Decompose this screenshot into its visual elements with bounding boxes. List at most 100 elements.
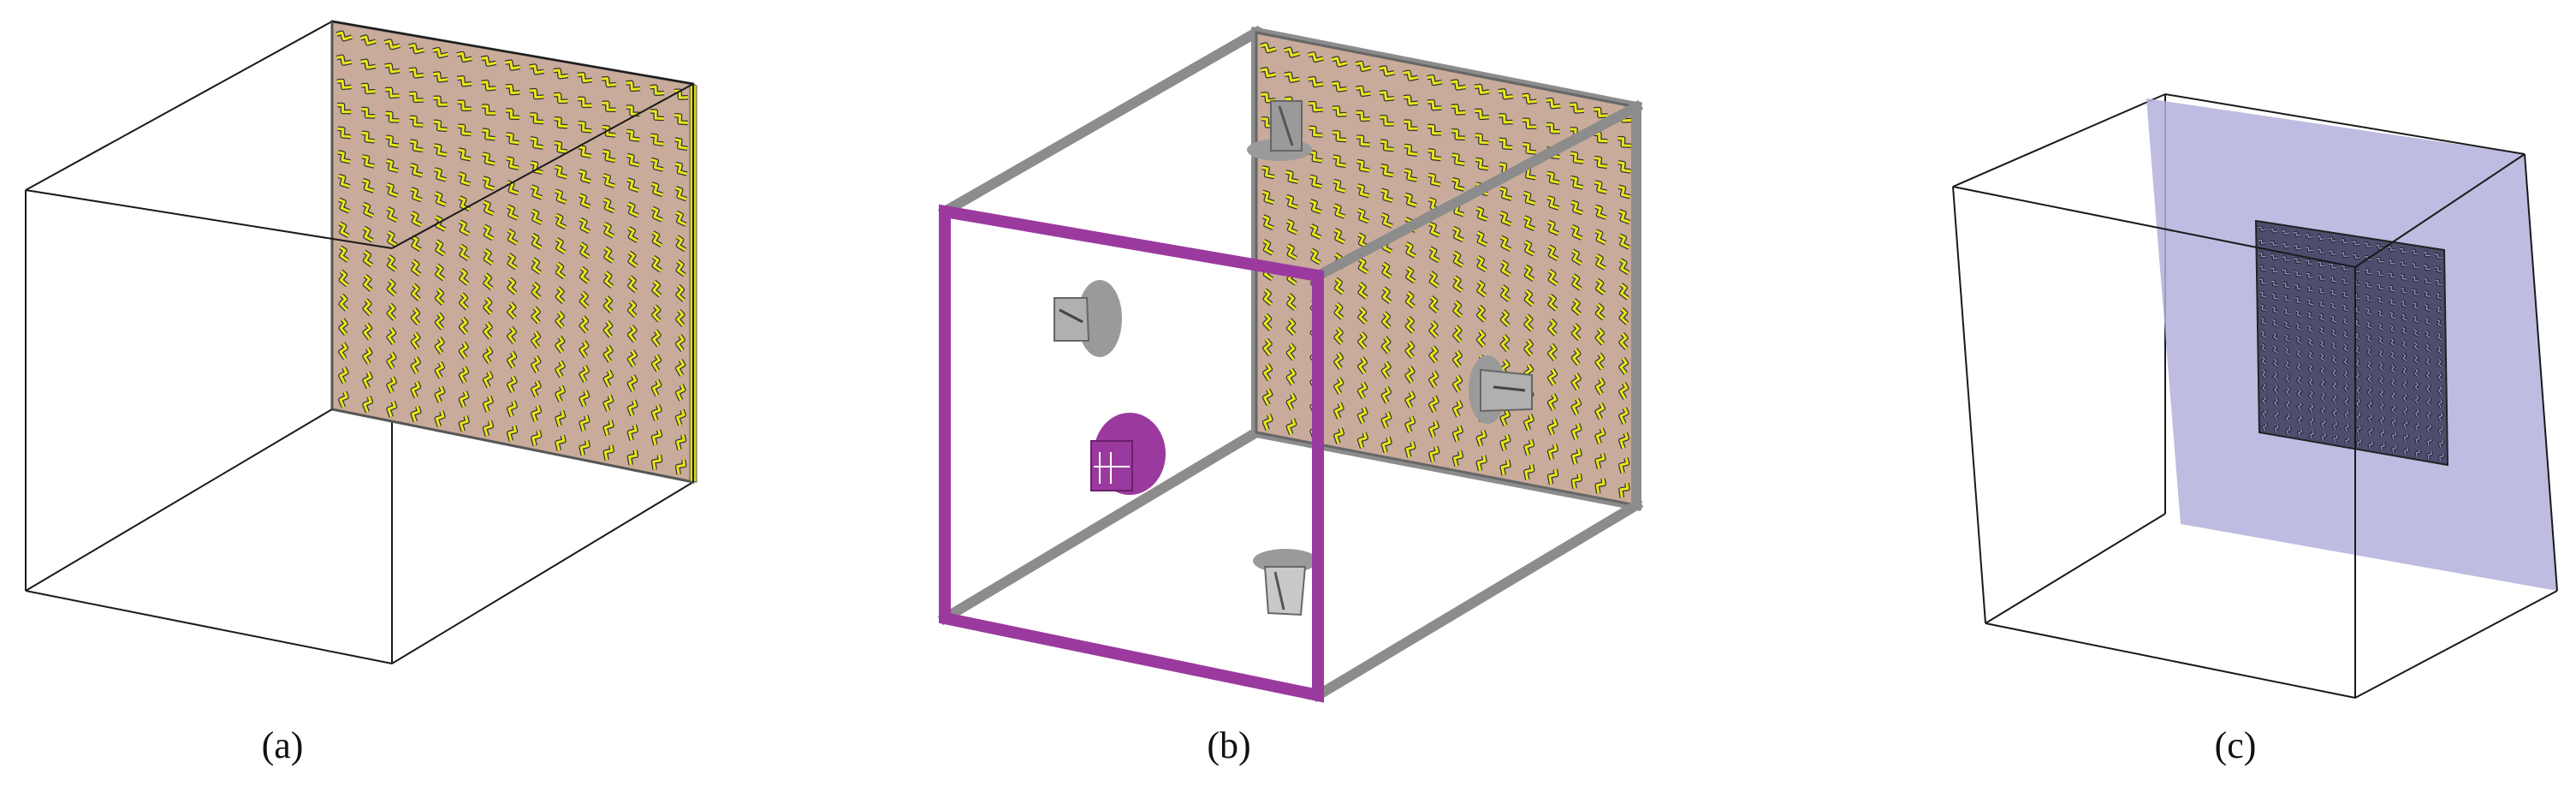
unit-cell-element [2306,299,2313,306]
unit-cell-element [674,162,688,176]
unit-cell-element [339,319,347,336]
unit-cell-element [2437,319,2442,327]
unit-cell-element [2414,382,2419,390]
unit-cell-element [1334,402,1344,420]
unit-cell-element [1619,432,1629,450]
unit-cell-element [2342,318,2348,325]
unit-cell-element [1286,393,1296,410]
cube-c-back-edges [1952,93,2166,624]
unit-cell-element [387,327,396,345]
unit-cell-element [339,246,349,262]
unit-cell-element [484,420,493,437]
unit-cell-element [436,240,446,256]
unit-cell-element [2333,435,2338,444]
unit-cell-element [2283,295,2290,301]
unit-cell-element [1595,427,1606,444]
unit-cell-element [628,251,638,267]
unit-cell-element [507,277,517,295]
unit-cell-element [652,354,661,372]
unit-cell-element [1570,103,1585,113]
unit-cell-element [2437,359,2442,367]
unit-cell-element [459,366,468,384]
unit-cell-element [1453,400,1463,418]
unit-cell-element [1474,84,1490,94]
unit-cell-element [1358,307,1368,325]
unit-cell-element [1500,310,1510,327]
unit-cell-element [2297,402,2302,411]
unit-cell-element [676,409,686,426]
unit-cell-element [674,89,689,99]
unit-cell-element [2286,400,2290,408]
unit-cell-element [339,222,349,237]
unit-cell-element [411,406,421,422]
unit-cell-element [459,390,469,408]
unit-cell-element [1617,136,1631,147]
unit-cell-element [1429,346,1438,363]
unit-cell-element [1595,453,1606,469]
unit-cell-element [338,198,350,213]
unit-cell-element [2438,426,2443,435]
unit-cell-element [435,336,444,354]
unit-cell-element [2286,426,2291,435]
unit-cell-element [2435,266,2442,272]
unit-cell-element [1500,409,1510,426]
unit-cell-element [1286,244,1297,259]
unit-cell-element [363,275,372,291]
unit-cell-element [2402,379,2407,389]
unit-cell-element [460,317,468,335]
unit-cell-element [1619,332,1628,350]
unit-cell-element [1333,131,1346,142]
unit-cell-element [387,376,396,394]
unit-cell-element [2286,413,2291,422]
unit-cell-element [1451,178,1465,191]
unit-cell-element [1619,457,1629,473]
unit-cell-element [2379,349,2383,358]
unit-cell-element [2294,297,2302,304]
panel-c: (c) [1952,93,2558,766]
unit-cell-element [1453,325,1462,342]
unit-cell-element [2355,359,2360,367]
unit-cell-element [1381,386,1391,404]
unit-cell-element [1427,100,1442,110]
unit-cell-element [651,182,663,196]
unit-cell-element [2274,425,2279,433]
unit-cell-element [627,349,637,367]
unit-cell-element [1358,357,1367,374]
unit-cell-element [484,224,494,241]
unit-cell-element [2331,329,2337,336]
unit-cell-element [1571,348,1581,366]
unit-cell-element [627,450,638,466]
unit-cell-element [1262,215,1274,229]
unit-cell-element [1333,229,1345,244]
unit-cell-element [555,360,565,378]
unit-cell-element [2321,392,2325,402]
unit-cell-element [2309,417,2314,426]
unit-cell-element [1356,110,1371,121]
unit-cell-element [531,209,543,224]
unit-cell-element [1594,132,1608,143]
unit-cell-element [554,117,568,128]
unit-cell-element [1429,321,1438,338]
unit-cell-element [388,255,397,271]
unit-cell-element [650,158,664,171]
unit-cell-element [603,320,613,337]
unit-cell-element [335,31,353,41]
unit-cell-element [1263,363,1272,381]
unit-cell-element [337,127,351,139]
unit-cell-element [626,178,639,192]
unit-cell-element [2389,299,2395,306]
unit-cell-element [2437,346,2442,354]
unit-cell-element [2425,304,2431,312]
unit-cell-element [1595,229,1606,245]
unit-cell-element [1451,129,1465,140]
unit-cell-element [652,231,662,247]
unit-cell-element [652,330,661,347]
unit-cell-element [2298,428,2303,438]
unit-cell-element [1405,341,1414,359]
unit-cell-element [360,83,376,93]
unit-cell-element [676,359,686,377]
unit-cell-element [1595,254,1606,270]
unit-cell-element [2400,274,2407,280]
unit-cell-element [1546,171,1560,184]
unit-cell-element [2285,373,2290,382]
